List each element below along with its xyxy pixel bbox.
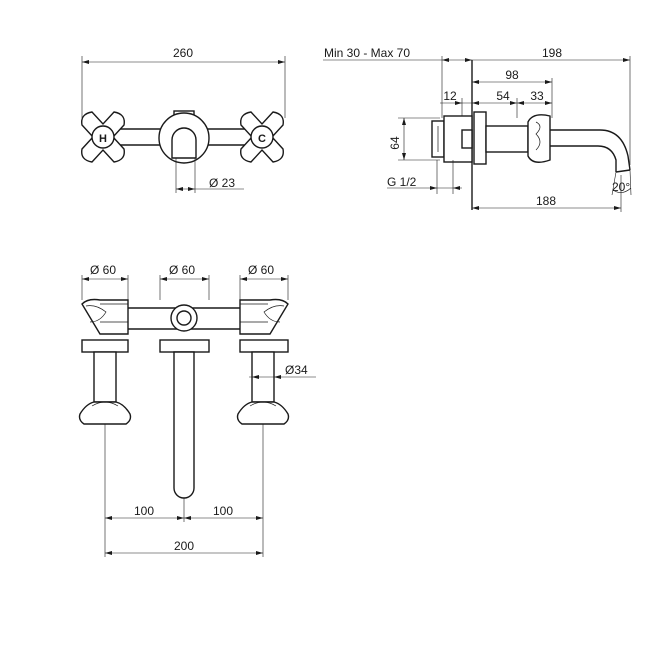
wall-thickness-dimension: Min 30 - Max 70 198 (323, 46, 631, 165)
spout-reach-dimension: 188 (472, 175, 622, 212)
overall-width-label: 260 (173, 46, 193, 60)
dim-54-label: 54 (496, 89, 510, 103)
height-64-label: 64 (388, 136, 402, 150)
dim-98-label: 98 (505, 68, 519, 82)
spout-reach-label: 188 (536, 194, 556, 208)
diameter-right-label: Ø 60 (248, 263, 274, 277)
dim-12-label: 12 (443, 89, 457, 103)
top-view: Ø 60 Ø 60 Ø 60 (78, 263, 316, 557)
side-view: Min 30 - Max 70 198 98 12 54 33 (323, 46, 632, 212)
dimension-64: 64 (388, 117, 440, 161)
spout-diameter-dimension: Ø 23 (175, 158, 244, 193)
dimension-98: 98 (472, 68, 553, 118)
thread-dimension: G 1/2 (387, 160, 462, 194)
handle-diameter-label: Ø34 (285, 363, 308, 377)
spout-top (159, 304, 210, 499)
hot-label: H (99, 133, 107, 145)
spacing-right-label: 100 (213, 504, 233, 518)
right-handle-top (236, 298, 290, 425)
front-view: 260 H C Ø 2 (81, 46, 286, 193)
overall-width-dimension: 260 (81, 46, 286, 118)
angle-dimension: 20° (611, 169, 632, 196)
wall-thickness-label: Min 30 - Max 70 (324, 46, 410, 60)
spout-rosette (158, 110, 210, 164)
spacing-total-label: 200 (174, 539, 194, 553)
spacing-left-label: 100 (134, 504, 154, 518)
spout-side (550, 129, 631, 173)
thread-label: G 1/2 (387, 175, 417, 189)
diameter-left-label: Ø 60 (90, 263, 116, 277)
left-handle-top (78, 298, 132, 425)
handle-diameter-dimension: Ø34 (249, 363, 316, 379)
spacing-dimensions: 100 100 200 (104, 424, 264, 557)
valve-body (431, 115, 473, 163)
diameter-center-label: Ø 60 (169, 263, 195, 277)
cold-handle: C (240, 111, 284, 163)
spout-diameter-label: Ø 23 (209, 176, 235, 190)
total-depth-label: 198 (542, 46, 562, 60)
dimension-row: 12 54 33 (440, 89, 552, 118)
hot-handle: H (81, 111, 125, 163)
cold-label: C (258, 133, 266, 145)
handle-body-side (473, 111, 551, 165)
diameter-dimensions: Ø 60 Ø 60 Ø 60 (81, 263, 289, 300)
dim-33-label: 33 (530, 89, 544, 103)
